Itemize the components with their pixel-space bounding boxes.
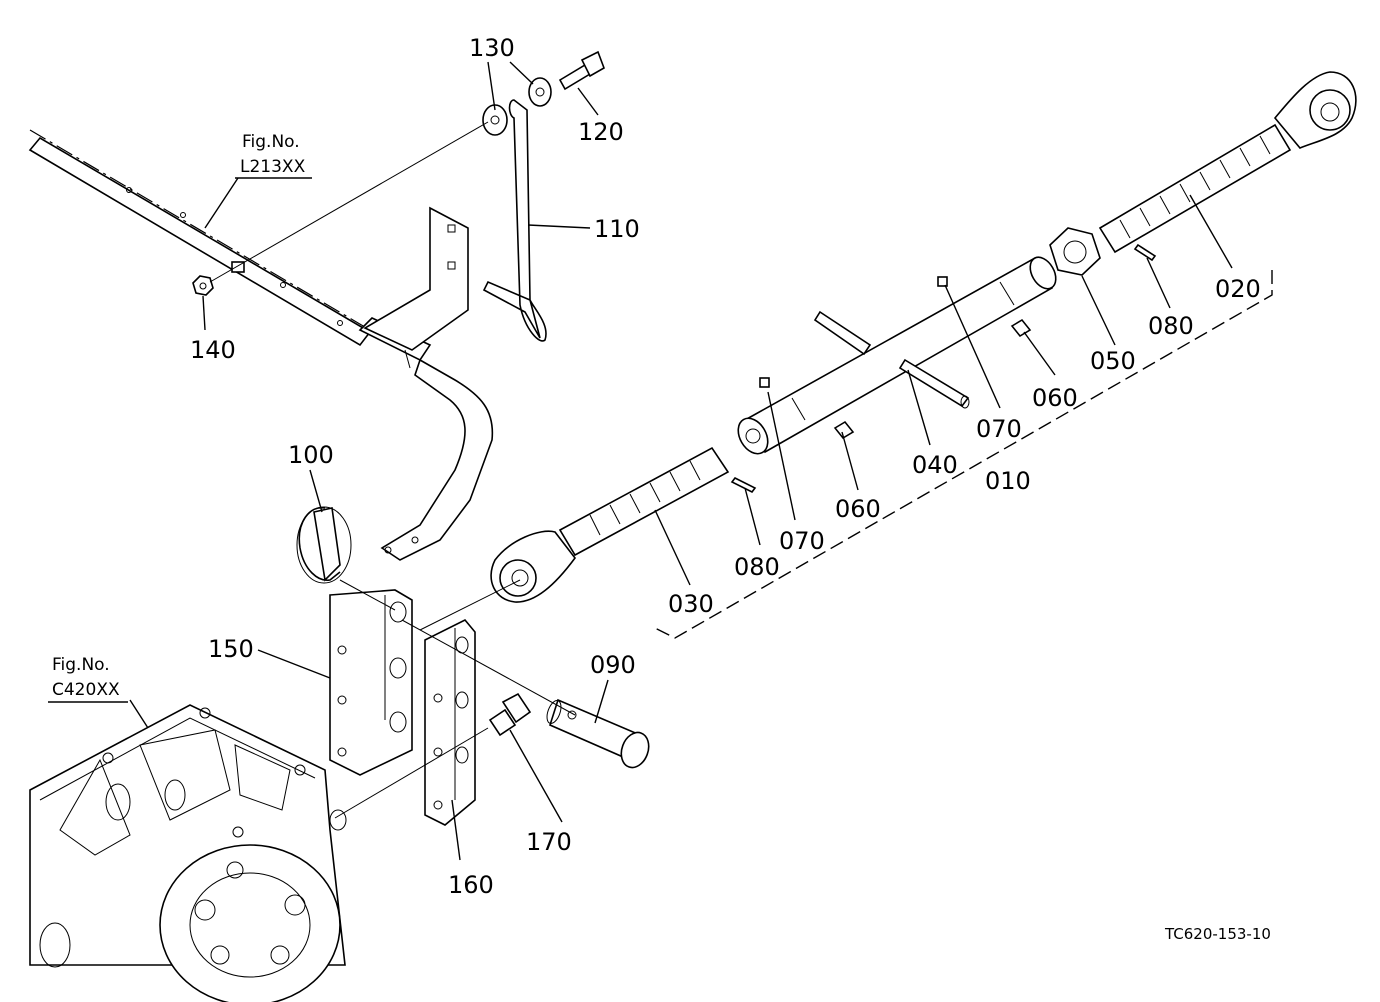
transmission-housing — [29, 704, 347, 1002]
part-060-grease-nipples — [833, 318, 1032, 440]
part-030-threaded-end — [490, 446, 730, 603]
part-160-bracket — [424, 619, 476, 826]
callout-030[interactable]: 030 — [668, 590, 714, 618]
drawing-code: TC620-153-10 — [1164, 925, 1271, 943]
ref-code: C420XX — [52, 680, 120, 700]
assembly-boundary-010 — [654, 270, 1273, 639]
leader-lines — [129, 61, 1233, 861]
callout-130[interactable]: 130 — [469, 34, 515, 62]
part-110-wire-lever — [482, 99, 547, 342]
callout-070-left[interactable]: 070 — [779, 527, 825, 555]
callout-090[interactable]: 090 — [590, 651, 636, 679]
ref-prefix: Fig.No. — [242, 132, 300, 152]
callout-070-right[interactable]: 070 — [976, 415, 1022, 443]
part-010-turnbuckle-body — [737, 256, 1057, 455]
frame-bar — [28, 129, 494, 561]
part-120-bolt — [558, 50, 605, 91]
callout-110[interactable]: 110 — [594, 215, 640, 243]
callout-020[interactable]: 020 — [1215, 275, 1261, 303]
callout-060-left[interactable]: 060 — [835, 495, 881, 523]
callout-060-right[interactable]: 060 — [1032, 384, 1078, 412]
part-090-clevis-pin — [546, 698, 650, 769]
callout-010[interactable]: 010 — [985, 467, 1031, 495]
part-140-nut — [192, 275, 214, 296]
callout-140[interactable]: 140 — [190, 336, 236, 364]
callout-080-left[interactable]: 080 — [734, 553, 780, 581]
callout-050[interactable]: 050 — [1090, 347, 1136, 375]
part-150-bracket — [329, 589, 413, 776]
part-050-lock-nut — [1049, 227, 1101, 276]
callout-100[interactable]: 100 — [288, 441, 334, 469]
part-080-pins — [730, 243, 1157, 494]
callout-labels: 130 120 110 140 100 150 160 170 090 030 … — [190, 34, 1261, 899]
part-070-screws — [759, 276, 948, 388]
part-020-threaded-end — [1098, 71, 1357, 254]
figure-reference-c420xx[interactable]: Fig.No. C420XX — [48, 655, 128, 703]
alignment-lines — [209, 121, 576, 819]
part-040-handle-bar — [813, 310, 970, 409]
figure-reference-l213xx[interactable]: Fig.No. L213XX — [204, 132, 312, 229]
angle-bracket — [363, 206, 469, 351]
ref-code: L213XX — [240, 157, 306, 177]
callout-080-right[interactable]: 080 — [1148, 312, 1194, 340]
part-100-linch-pin — [296, 506, 352, 584]
part-130-washers — [482, 77, 552, 136]
callout-120[interactable]: 120 — [578, 118, 624, 146]
callout-160[interactable]: 160 — [448, 871, 494, 899]
callout-040[interactable]: 040 — [912, 451, 958, 479]
callout-150[interactable]: 150 — [208, 635, 254, 663]
callout-170[interactable]: 170 — [526, 828, 572, 856]
ref-prefix: Fig.No. — [52, 655, 110, 675]
part-170-bolt — [488, 692, 532, 737]
